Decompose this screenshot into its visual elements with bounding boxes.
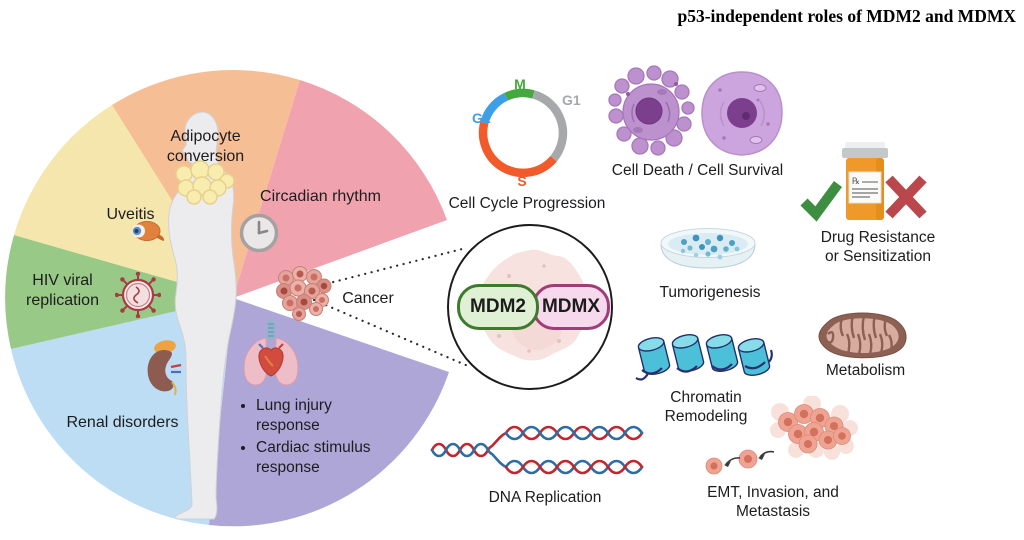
replication-fork-icon xyxy=(430,425,644,475)
wedge-hiv xyxy=(5,235,234,349)
label-chromatin-remodeling: Chromatin Remodeling xyxy=(664,389,748,425)
clock-icon xyxy=(239,213,279,253)
wedge-circadian xyxy=(233,80,447,298)
cross-icon xyxy=(885,175,927,219)
label-circadian-rhythm: Circadian rhythm xyxy=(260,188,381,205)
mitochondrion-icon xyxy=(818,312,907,359)
tumor-mass xyxy=(778,404,851,454)
label-tumorigenesis: Tumorigenesis xyxy=(659,284,761,301)
migration-arrows xyxy=(725,450,775,465)
phase-arc-s xyxy=(478,121,557,178)
eye-icon xyxy=(132,221,165,241)
magnifier-dotted-lines xyxy=(312,246,470,368)
lung-cardiac-bullet-list: Lung injury response Cardiac stimulus re… xyxy=(238,396,396,480)
phase-arc-g2 xyxy=(480,92,509,124)
rx-symbol: ℞ xyxy=(852,176,860,186)
fat-cells-icon xyxy=(175,160,235,205)
phase-label-g1: G1 xyxy=(562,92,581,108)
nucleosomes-icon xyxy=(635,334,773,381)
phase-label-g2: G2 xyxy=(472,110,491,126)
healthy-cell-icon xyxy=(701,71,783,156)
label-metabolism: Metabolism xyxy=(825,362,906,379)
pill-bottle-icon: ℞ xyxy=(842,142,888,220)
label-dna-replication: DNA Replication xyxy=(488,489,602,506)
check-icon xyxy=(800,181,843,222)
label-drug-resistance: Drug Resistance or Sensitization xyxy=(820,229,936,265)
bullet-cardiac-stimulus: Cardiac stimulus response xyxy=(256,438,396,478)
metastasis-cells-icon xyxy=(705,396,858,475)
label-cell-death-survival: Cell Death / Cell Survival xyxy=(611,162,784,179)
mdm2-label-pill: MDM2 xyxy=(457,284,539,330)
bullet-lung-injury: Lung injury response xyxy=(256,396,396,436)
phase-label-m: M xyxy=(514,76,526,92)
tumor-cells-icon xyxy=(276,266,332,321)
colonies xyxy=(680,234,740,260)
cell-cycle-ring-icon: M G1 G2 S xyxy=(472,76,581,189)
apoptotic-cell-icon xyxy=(608,65,695,156)
petri-dish-icon xyxy=(660,228,756,269)
mdmx-label-pill: MDMX xyxy=(532,284,610,330)
label-adipocyte-conversion: Adipocyte conversion xyxy=(166,128,245,165)
phase-label-s: S xyxy=(517,173,526,189)
wedge-renal xyxy=(11,298,233,525)
figure-title: p53-independent roles of MDM2 and MDMX xyxy=(677,6,1017,26)
mdm2-mdmx-complex-circle: MDM2 MDMX xyxy=(447,224,613,390)
lungs-heart-icon xyxy=(243,320,299,386)
label-hiv-viral-replication: HIV viral replication xyxy=(26,272,99,309)
phase-arc-m xyxy=(504,88,535,101)
label-renal-disorders: Renal disorders xyxy=(66,414,179,431)
label-cell-cycle-progression: Cell Cycle Progression xyxy=(448,195,606,212)
phase-arc-g1 xyxy=(532,90,568,162)
virus-icon xyxy=(115,272,161,318)
label-cancer: Cancer xyxy=(342,290,394,307)
label-uveitis: Uveitis xyxy=(106,206,155,223)
nucleosome-cylinders xyxy=(637,334,771,376)
migrating-cells xyxy=(705,449,758,475)
kidney-icon xyxy=(147,340,182,396)
label-emt-invasion-metastasis: EMT, Invasion, and Metastasis xyxy=(707,484,839,520)
